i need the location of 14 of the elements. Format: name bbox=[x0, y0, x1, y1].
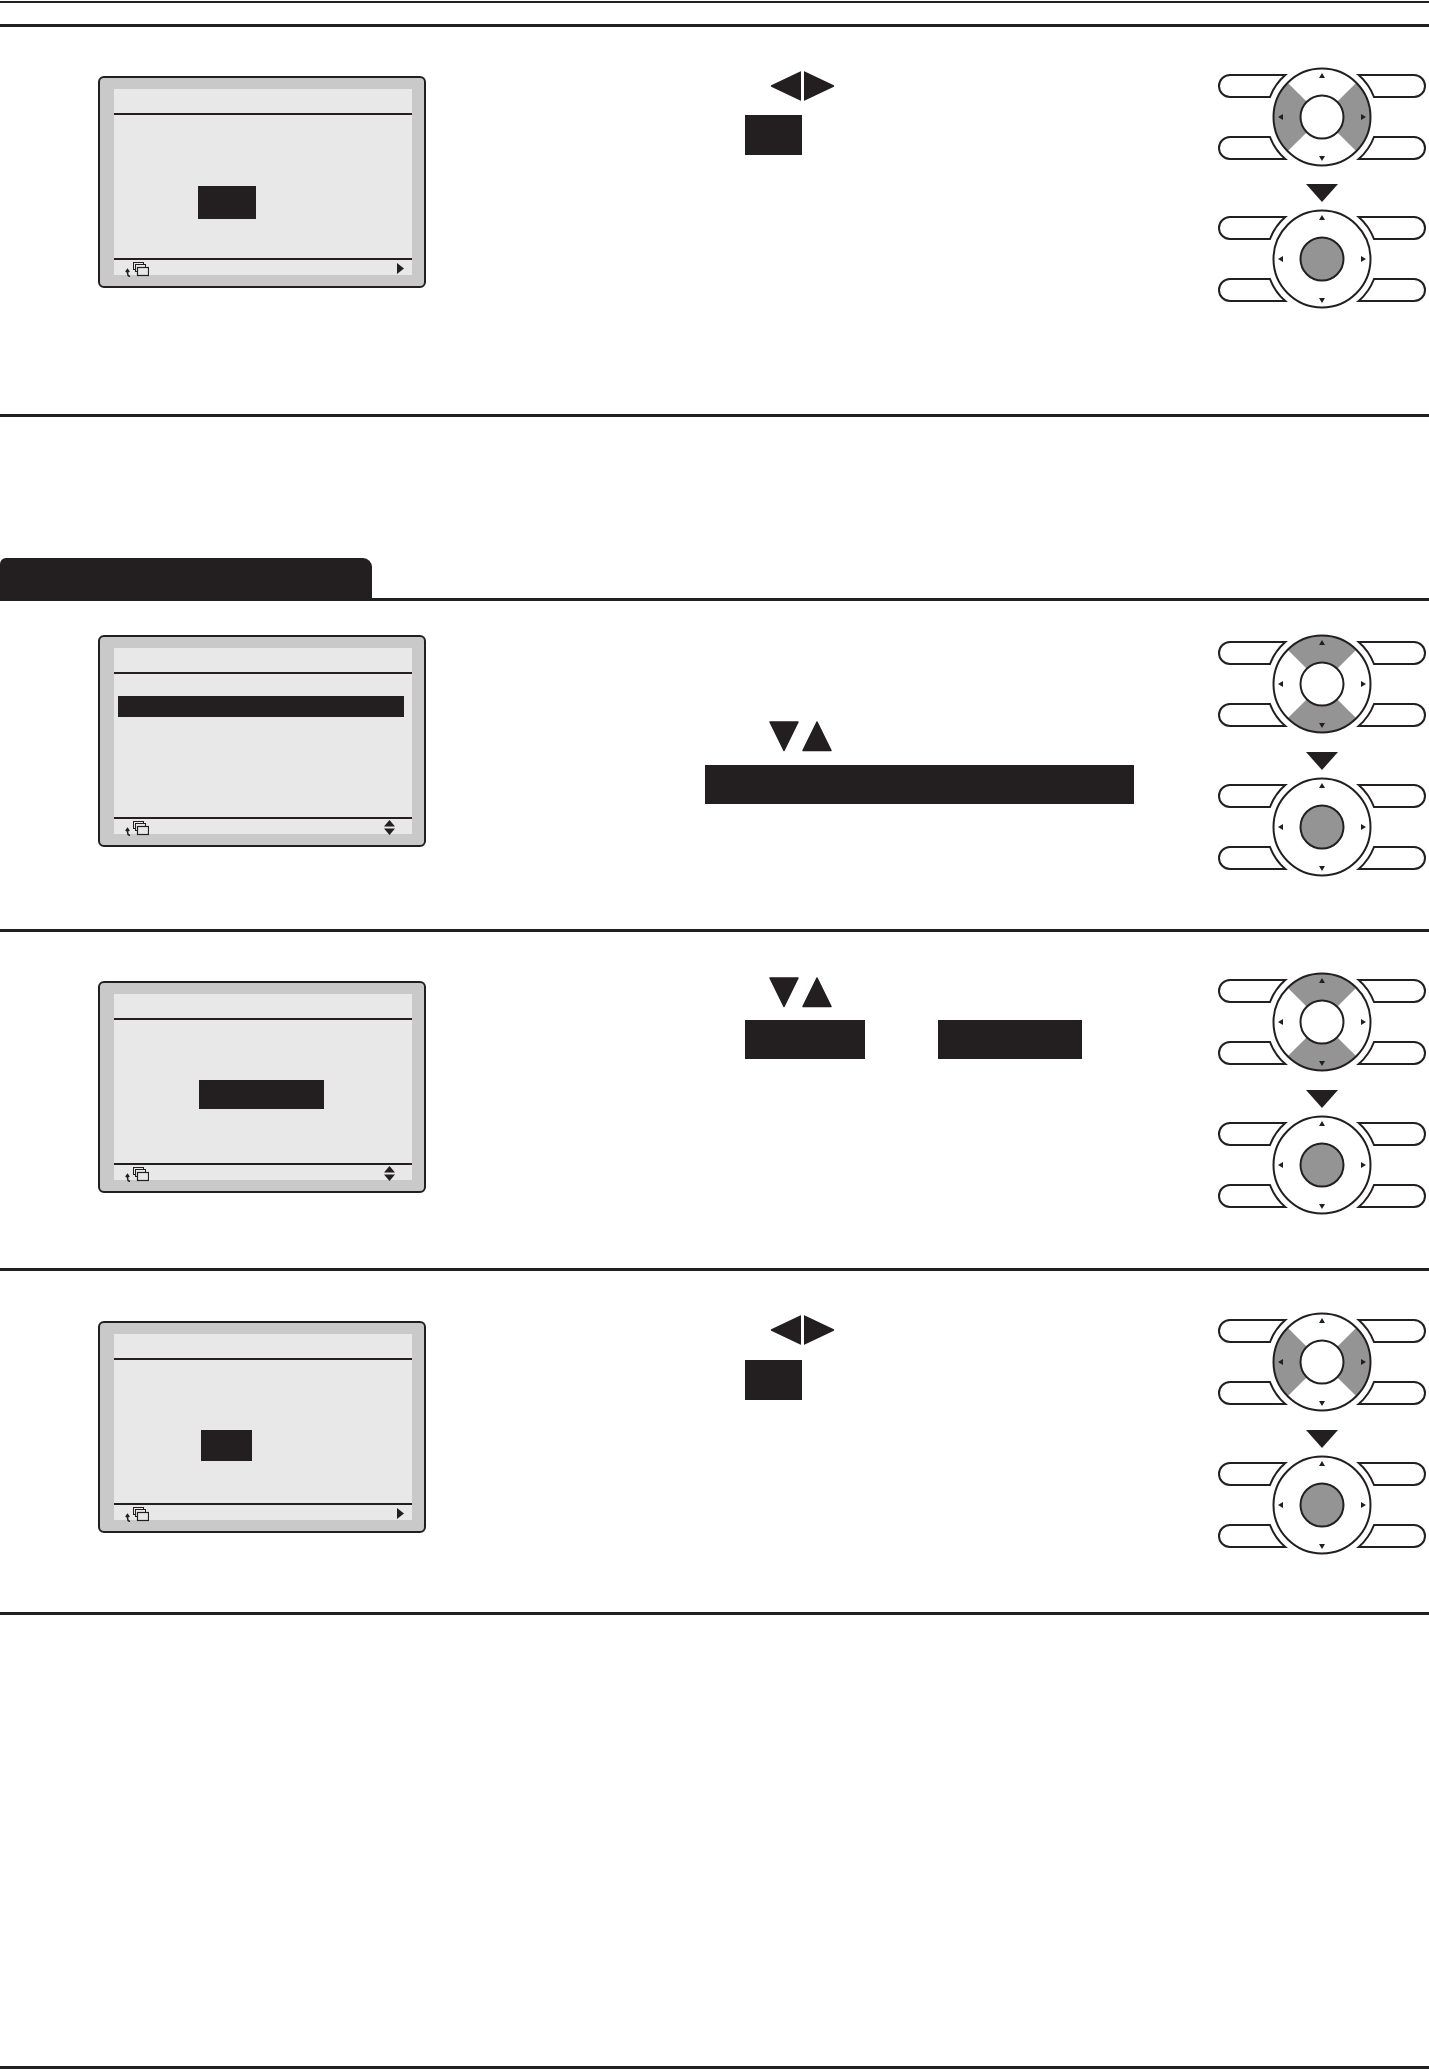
highlight-bar bbox=[745, 1020, 865, 1059]
highlight-bar bbox=[705, 765, 1134, 804]
control-pad-drawing bbox=[1218, 1312, 1426, 1412]
control-pad-drawing bbox=[1218, 1115, 1426, 1215]
control-pad-drawing bbox=[1218, 67, 1426, 167]
control-pad-drawing bbox=[1218, 209, 1426, 309]
control-pad-drawing bbox=[1218, 1455, 1426, 1555]
highlight-bar bbox=[745, 115, 802, 155]
control-pad-drawing bbox=[1218, 972, 1426, 1072]
control-pad-drawing bbox=[1218, 634, 1426, 734]
control-pad-drawing bbox=[1218, 777, 1426, 877]
highlight-bar bbox=[938, 1020, 1082, 1059]
highlight-bar bbox=[745, 1360, 802, 1400]
section-tab bbox=[0, 558, 372, 600]
